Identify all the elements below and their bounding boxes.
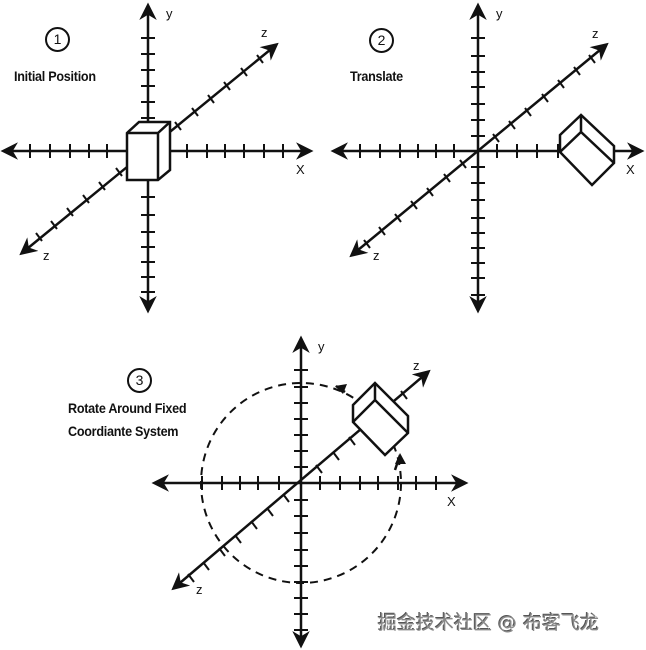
panel-1-box: [125, 120, 172, 182]
panel-3-axes: [151, 335, 469, 649]
panel-2-y-label: y: [496, 6, 503, 21]
panel-1-z-neg-label: z: [43, 248, 50, 263]
step-badge-1: 1: [45, 27, 70, 52]
panel-3-box: [351, 381, 410, 457]
step-badge-3: 3: [127, 368, 152, 393]
panel-3-title-line-1: Rotate Around Fixed: [68, 400, 187, 416]
panel-2-z-pos-label: z: [592, 26, 599, 41]
panel-3-z-neg-label: z: [196, 582, 203, 597]
panel-2-z-neg-label: z: [373, 248, 380, 263]
watermark: 掘金技术社区 @ 布客飞龙: [378, 612, 600, 634]
panel-3-title-line-2: Coordiante System: [68, 423, 179, 439]
panel-1-x-label: X: [296, 162, 305, 177]
panel-3-z-pos-label: z: [413, 358, 420, 373]
panel-1-z-pos-label: z: [261, 25, 268, 40]
panel-2-title: Translate: [350, 68, 403, 84]
panel-3-x-label: X: [447, 494, 456, 509]
panel-1-y-label: y: [166, 6, 173, 21]
panel-3-y-label: y: [318, 339, 325, 354]
panel-2-box: [558, 113, 616, 187]
panel-2-x-label: X: [626, 162, 635, 177]
panel-1-title: Initial Position: [14, 68, 96, 84]
step-badge-2: 2: [369, 28, 394, 53]
